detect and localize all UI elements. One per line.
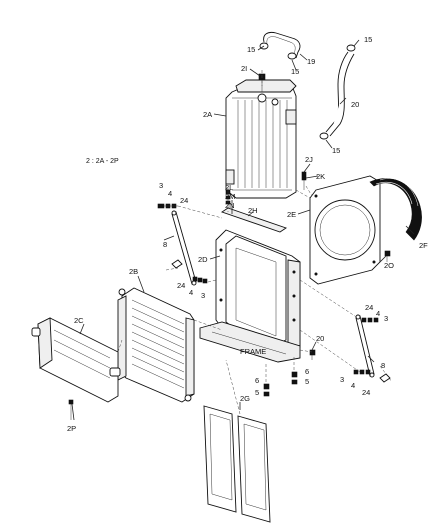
label-5: 5 — [255, 388, 259, 397]
screen-2g — [203, 405, 271, 523]
label-2f: 2F — [419, 241, 428, 250]
fasteners-upper-left — [157, 203, 178, 209]
label-6: 6 — [255, 376, 259, 385]
label-15: 15 — [364, 35, 372, 44]
label-24: 24 — [180, 196, 188, 205]
clip-right — [379, 373, 391, 383]
label-8: 8 — [163, 240, 167, 249]
label-2b: 2B — [129, 267, 138, 276]
fasteners-mid-left — [192, 276, 208, 284]
label-2m: 2M — [225, 192, 235, 201]
label-8: 8 — [381, 361, 385, 370]
label-2k: 2K — [316, 172, 325, 181]
fan-shroud-2e — [309, 175, 381, 285]
bracket-2l-2m-2n — [225, 188, 231, 206]
label-4: 4 — [376, 309, 380, 318]
strut-8-right — [355, 314, 375, 378]
label-24: 24 — [365, 303, 373, 312]
label-3: 3 — [340, 375, 344, 384]
label-2i: 2I — [241, 64, 247, 73]
bolt-2p — [68, 399, 74, 420]
fasteners-lower-right — [353, 369, 371, 375]
fan-ring-2f — [369, 178, 422, 241]
label-2a: 2A — [203, 110, 212, 119]
label-5: 5 — [305, 377, 309, 386]
fasteners-center-5-6 — [263, 371, 298, 397]
oil-cooler-2c — [31, 317, 121, 403]
label-24: 24 — [177, 281, 185, 290]
bolt-20-lower — [309, 349, 316, 360]
label-2j: 2J — [305, 155, 313, 164]
label-3: 3 — [201, 291, 205, 300]
label-2e: 2E — [287, 210, 296, 219]
label-6: 6 — [305, 367, 309, 376]
cooler-2b — [117, 287, 195, 403]
seal-2h — [220, 207, 288, 233]
label-2h: 2H — [248, 206, 258, 215]
label-4: 4 — [189, 288, 193, 297]
diagram-caption: 2 : 2A - 2P — [86, 158, 119, 165]
bolt-2o — [384, 250, 391, 262]
strut-8-left — [171, 210, 197, 286]
label-2o: 2O — [384, 261, 394, 270]
upper-hose-19 — [263, 31, 301, 59]
fasteners-upper-right — [361, 317, 379, 323]
radiator-2a — [225, 79, 297, 199]
label-15: 15 — [291, 67, 299, 76]
label-3: 3 — [384, 314, 388, 323]
label-frame: FRAME — [240, 347, 266, 356]
frame-base — [199, 321, 301, 363]
hose-clamps-15 — [259, 42, 356, 140]
label-19: 19 — [307, 57, 315, 66]
lower-hose-20 — [325, 51, 355, 137]
support-frame-2d — [215, 229, 301, 355]
label-20: 20 — [351, 100, 359, 109]
label-2d: 2D — [198, 255, 208, 264]
label-24: 24 — [362, 388, 370, 397]
label-20: 20 — [316, 334, 324, 343]
label-2p: 2P — [67, 424, 76, 433]
leader-lines — [71, 39, 415, 421]
label-2c: 2C — [74, 316, 84, 325]
label-2l: 2L — [225, 183, 233, 192]
bolt-2j-2k — [301, 171, 307, 190]
callout-labels: 15 19 15 15 15 2I 20 2A 2J 2K 3 4 24 2L … — [67, 35, 428, 433]
label-4: 4 — [168, 189, 172, 198]
label-3: 3 — [159, 181, 163, 190]
clip-left — [171, 259, 183, 269]
label-15: 15 — [332, 146, 340, 155]
label-4: 4 — [351, 381, 355, 390]
label-15: 15 — [247, 45, 255, 54]
label-2n: 2N — [225, 201, 235, 210]
label-2g: 2G — [240, 394, 250, 403]
